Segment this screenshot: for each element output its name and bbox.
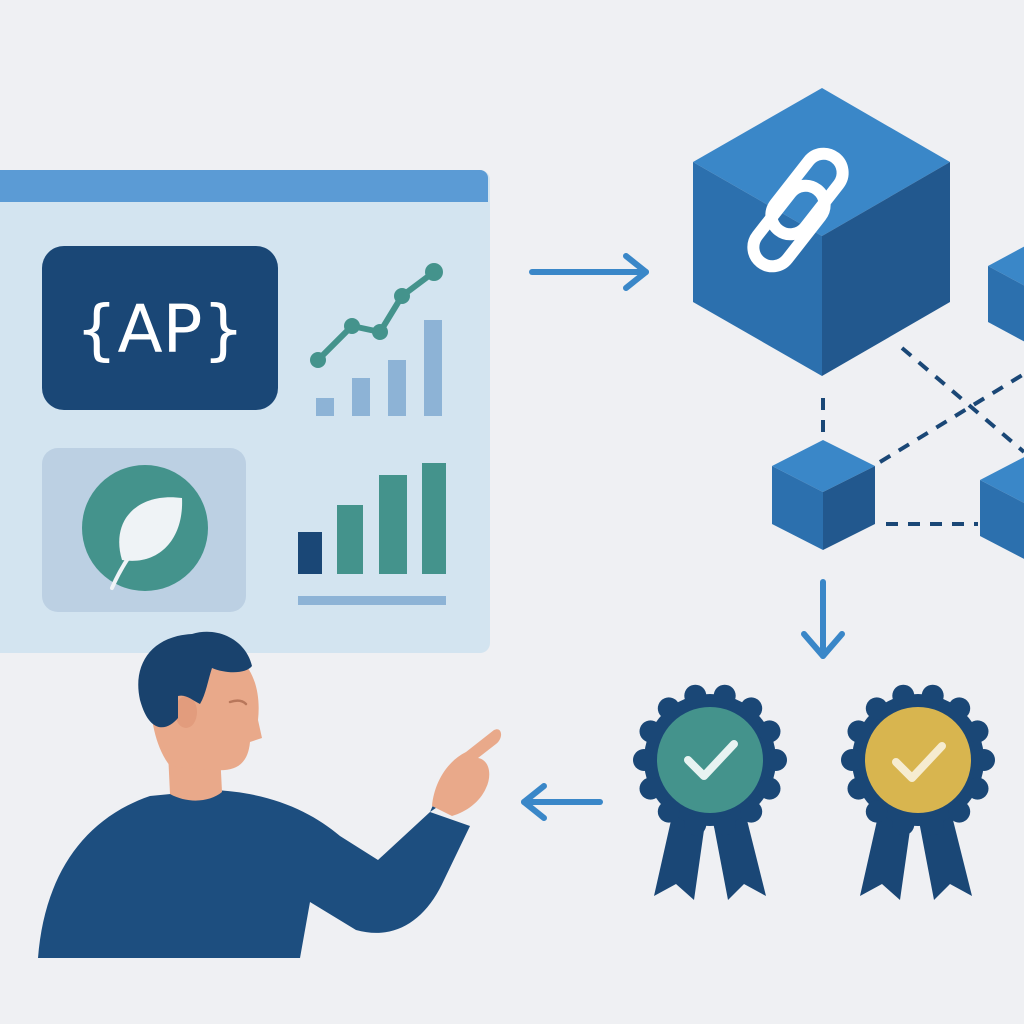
person-shirt <box>38 790 470 958</box>
line-chart-icon <box>310 263 443 416</box>
seal-scallop <box>657 800 680 823</box>
seal-scallop <box>684 684 707 707</box>
cube-icon <box>980 457 1024 559</box>
seal-scallop <box>639 777 662 800</box>
seal-scallop <box>758 720 781 743</box>
api-badge-label: {AP} <box>76 291 245 368</box>
arrow-right-icon <box>529 253 649 291</box>
arrow-left-icon <box>521 783 603 821</box>
arrow-down-icon <box>801 579 845 659</box>
seal-scallop <box>758 777 781 800</box>
seal-scallop <box>639 720 662 743</box>
cube-icon <box>693 88 950 376</box>
seal-scallop <box>966 720 989 743</box>
blockchain-network <box>693 88 1024 559</box>
seal-scallop <box>865 800 888 823</box>
api-badge-icon: {AP} <box>42 246 278 410</box>
person-hand <box>432 729 502 816</box>
seal-scallop <box>841 749 863 771</box>
checkmark-icon <box>892 742 946 782</box>
cube-icon <box>772 440 875 550</box>
seal-scallop <box>948 800 971 823</box>
gold-badge <box>841 684 995 900</box>
window-header-bar <box>0 170 488 202</box>
seal-scallop <box>713 684 736 707</box>
badge-ribbon <box>860 816 972 900</box>
seal-scallop <box>765 749 787 771</box>
dashboard-window: {AP} <box>0 170 490 653</box>
seal-scallop <box>684 813 707 836</box>
person-hair <box>138 631 252 728</box>
seal-scallop <box>740 800 763 823</box>
seal-scallop <box>892 813 915 836</box>
seal-scallop <box>740 697 763 720</box>
cube-icon <box>988 246 1024 342</box>
person-pointing-icon <box>38 631 502 958</box>
seal-scallop <box>948 697 971 720</box>
seal-scallop <box>892 684 915 707</box>
bar-chart-icon <box>298 463 446 605</box>
badge-ribbon <box>654 816 766 900</box>
seal-scallop <box>921 813 944 836</box>
seal-scallop <box>713 813 736 836</box>
leaf-panel <box>42 448 246 612</box>
chain-link-icon <box>747 147 849 273</box>
seal-scallop <box>865 697 888 720</box>
seal-scallop <box>973 749 995 771</box>
network-connections <box>821 346 1024 526</box>
seal-scallop <box>847 720 870 743</box>
checkmark-icon <box>684 740 738 780</box>
leaf-icon <box>82 465 208 591</box>
seal-scallop <box>921 684 944 707</box>
seal-scallop <box>966 777 989 800</box>
seal-scallop <box>633 749 655 771</box>
seal-scallop <box>847 777 870 800</box>
seal-scallop <box>657 697 680 720</box>
teal-badge <box>633 684 787 900</box>
